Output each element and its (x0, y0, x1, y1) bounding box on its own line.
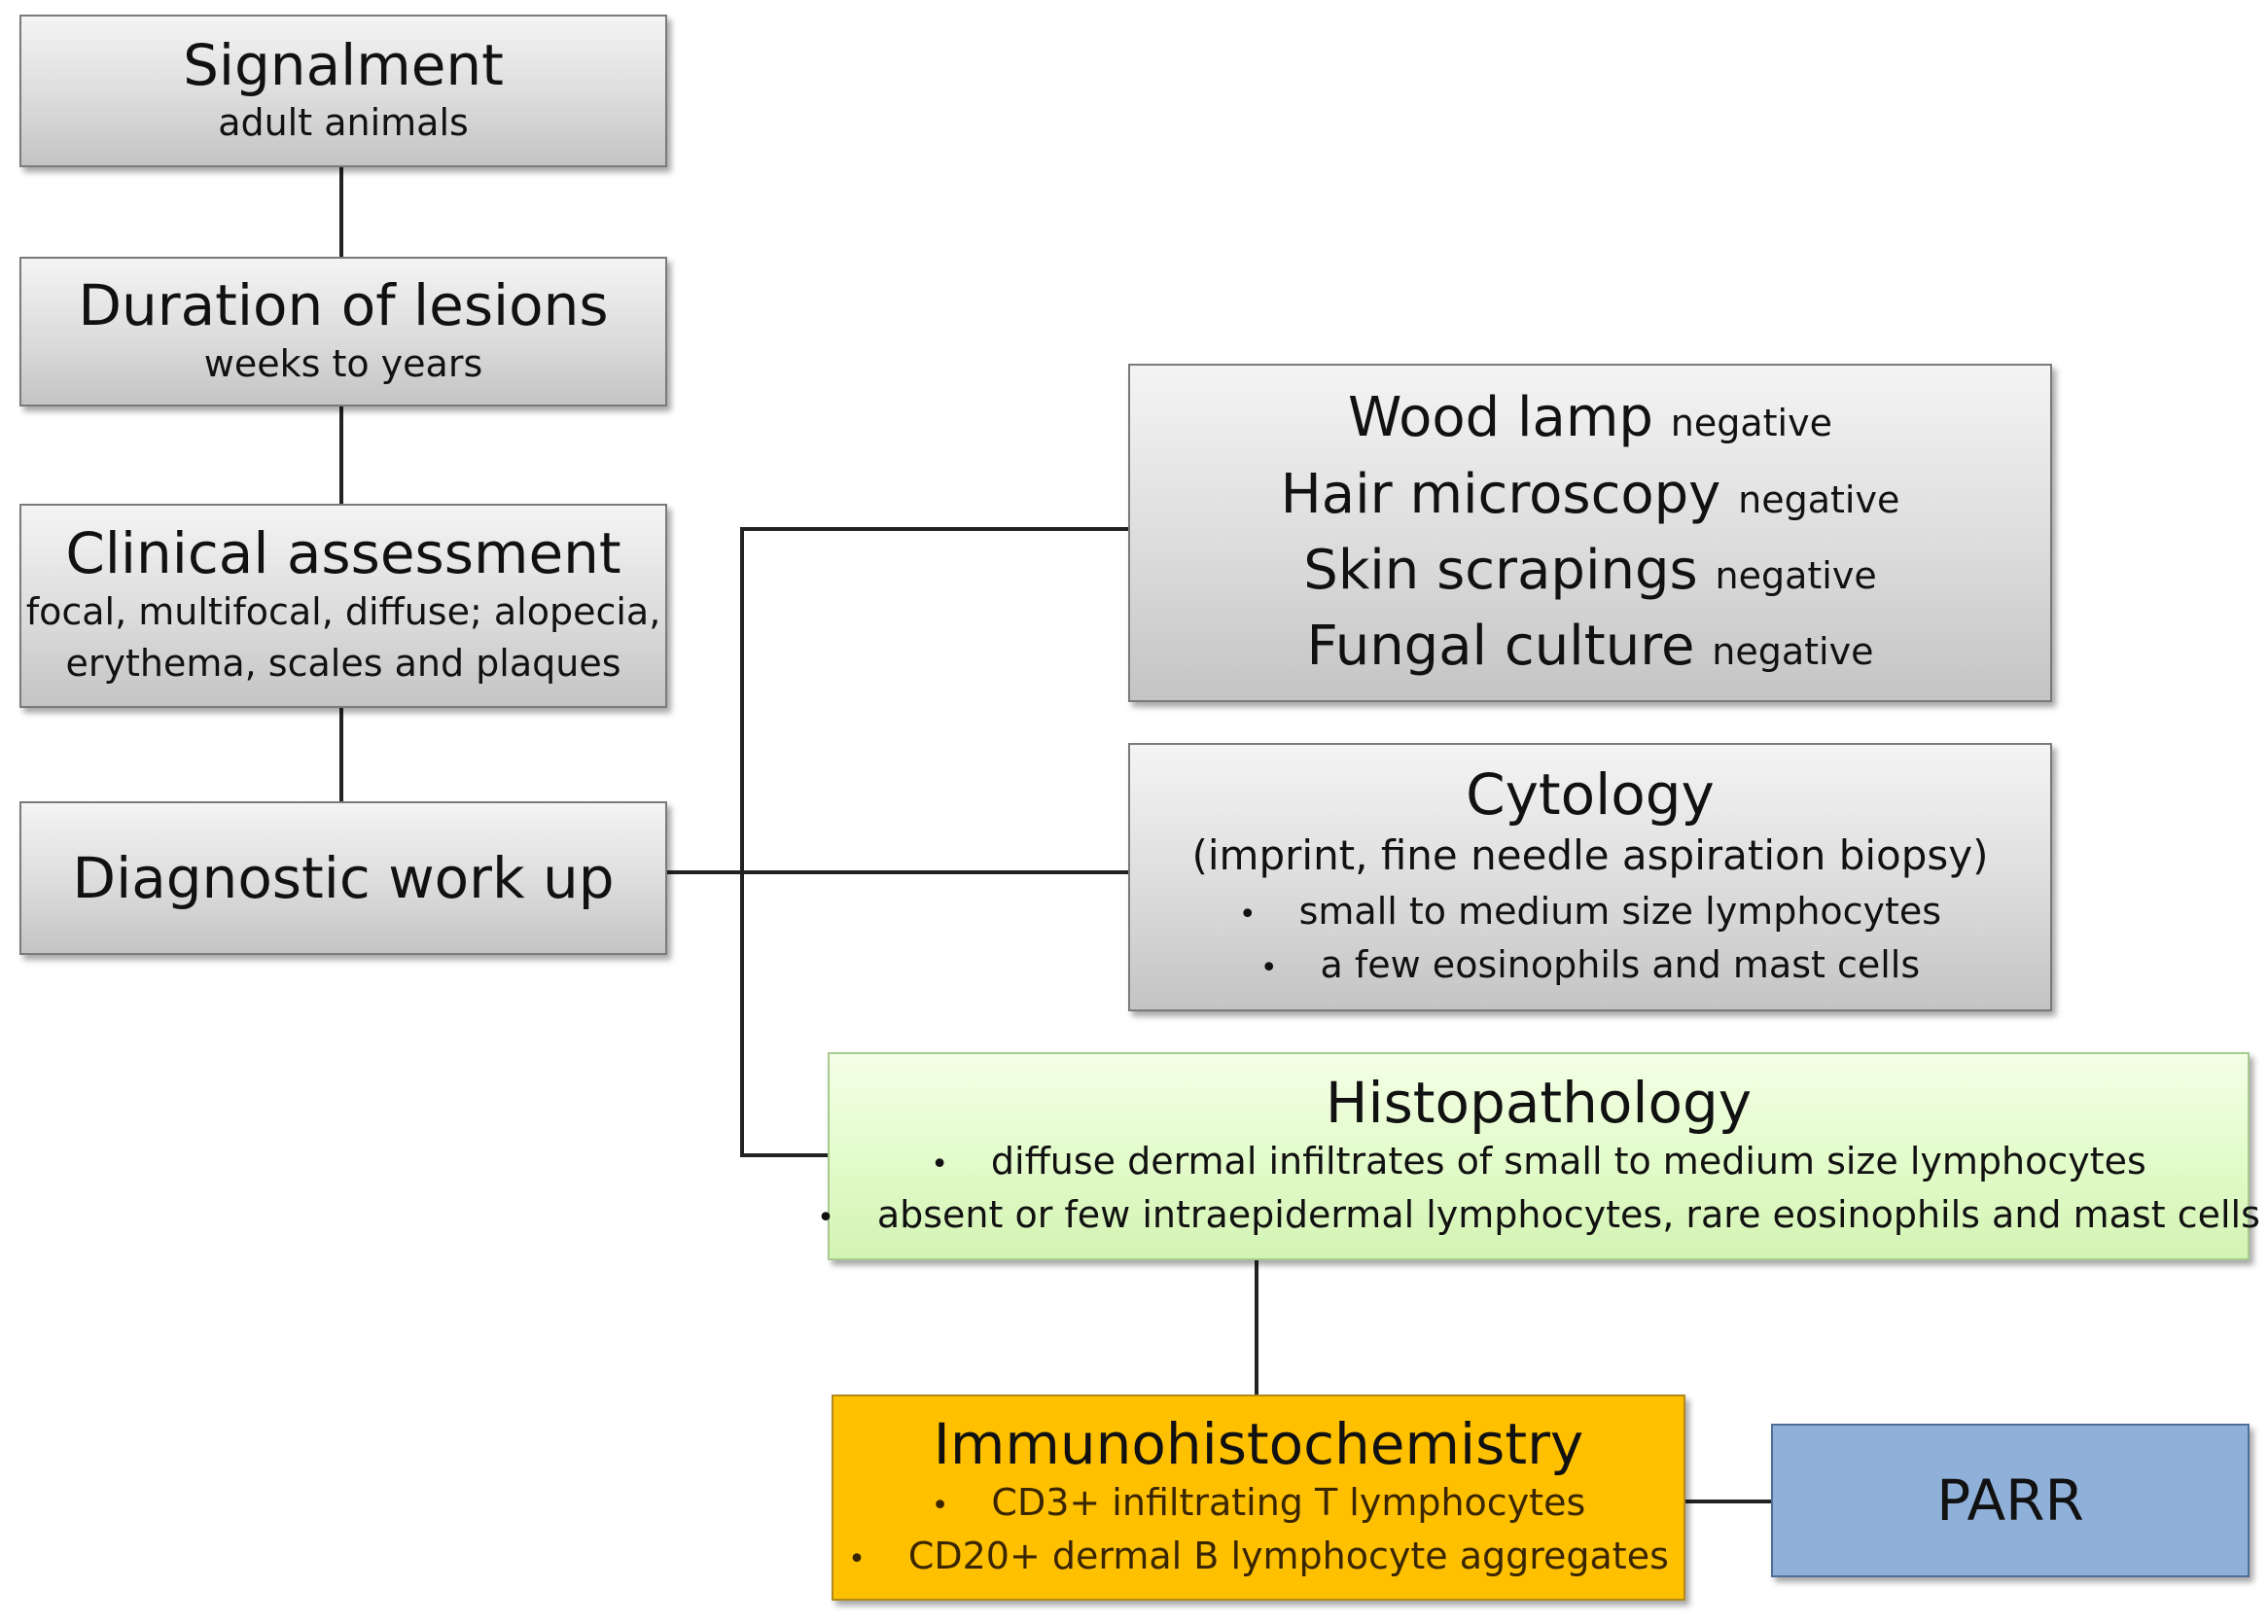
list-item: • a few eosinophils and mast cells (1239, 938, 1941, 992)
bullet-icon: • (1238, 897, 1257, 932)
bullet-icon: • (848, 1542, 866, 1577)
test-name: Fungal culture (1306, 615, 1695, 679)
parr-title: PARR (1936, 1466, 2084, 1534)
connector-diagnostic-cytology (667, 870, 1128, 874)
duration-title: Duration of lesions (78, 272, 609, 339)
connector-trunk-to-histopathology (740, 1153, 828, 1157)
bullet-text: small to medium size lymphocytes (1298, 889, 1942, 933)
signalment-box: Signalment adult animals (19, 15, 667, 167)
cytology-box: Cytology (imprint, fine needle aspiratio… (1128, 743, 2052, 1011)
tests-box: Wood lamp negative Hair microscopy negat… (1128, 364, 2052, 702)
list-item: • diffuse dermal infiltrates of small to … (817, 1135, 2260, 1188)
list-item: • small to medium size lymphocytes (1239, 885, 1941, 938)
test-name: Hair microscopy (1280, 462, 1721, 526)
immunohistochemistry-box: Immunohistochemistry • CD3+ infiltrating … (832, 1395, 1685, 1601)
bullet-text: CD3+ infiltrating T lymphocytes (991, 1481, 1586, 1525)
duration-sub: weeks to years (203, 341, 483, 385)
test-result: negative (1715, 554, 1877, 597)
bullet-icon: • (931, 1147, 948, 1183)
parr-box: PARR (1771, 1424, 2250, 1577)
diagnostic-workup-box: Diagnostic work up (19, 801, 667, 955)
test-hair-microscopy: Hair microscopy negative (1281, 457, 1900, 533)
list-item: • CD3+ infiltrating T lymphocytes (848, 1476, 1669, 1530)
diagnostic-title: Diagnostic work up (72, 844, 615, 911)
signalment-sub: adult animals (218, 101, 469, 145)
cytology-title: Cytology (1466, 761, 1715, 829)
connector-clinical-diagnostic (339, 708, 343, 801)
bullet-icon: • (1259, 950, 1278, 985)
connector-trunk-to-tests (740, 527, 1128, 531)
histopathology-bullet-list: • diffuse dermal infiltrates of small to … (817, 1135, 2260, 1242)
list-item: • absent or few intraepidermal lymphocyte… (817, 1188, 2260, 1242)
clinical-title: Clinical assessment (65, 520, 621, 587)
test-result: negative (1712, 630, 1874, 674)
histopathology-box: Histopathology • diffuse dermal infiltrat… (817, 1052, 2260, 1260)
immunohistochemistry-title: Immunohistochemistry (933, 1410, 1584, 1477)
connector-signalment-duration (339, 167, 343, 257)
bullet-icon: • (931, 1489, 949, 1524)
connector-histopathology-ihc (1255, 1260, 1258, 1395)
list-item: • CD20+ dermal B lymphocyte aggregates (848, 1530, 1669, 1583)
cytology-bullet-list: • small to medium size lymphocytes • a few… (1239, 885, 1941, 992)
bullet-text: diffuse dermal infiltrates of small to m… (990, 1140, 2146, 1183)
clinical-assessment-box: Clinical assessment focal, multifocal, d… (19, 504, 667, 708)
clinical-sub-line2: erythema, scales and plaques (65, 642, 621, 686)
signalment-title: Signalment (183, 31, 504, 98)
test-name: Wood lamp (1348, 386, 1653, 450)
connector-duration-clinical (339, 406, 343, 504)
bullet-icon: • (817, 1201, 834, 1236)
test-skin-scrapings: Skin scrapings negative (1303, 533, 1876, 609)
histopathology-title: Histopathology (1325, 1069, 1753, 1136)
test-result: negative (1738, 477, 1900, 521)
cytology-subtitle: (imprint, fine needle aspiration biopsy) (1191, 830, 1989, 879)
test-wood-lamp: Wood lamp negative (1348, 380, 1832, 456)
connector-ihc-parr (1685, 1500, 1771, 1503)
bullet-text: CD20+ dermal B lymphocyte aggregates (907, 1535, 1669, 1578)
duration-box: Duration of lesions weeks to years (19, 257, 667, 406)
test-fungal-culture: Fungal culture negative (1307, 609, 1874, 685)
test-result: negative (1670, 402, 1832, 445)
clinical-sub-line1: focal, multifocal, diffuse; alopecia, (25, 590, 661, 634)
immunohistochemistry-bullet-list: • CD3+ infiltrating T lymphocytes • CD20+ … (848, 1476, 1669, 1583)
test-name: Skin scrapings (1303, 539, 1698, 602)
bullet-text: absent or few intraepidermal lymphocytes… (876, 1193, 2260, 1237)
connector-trunk-vertical (740, 527, 744, 1157)
bullet-text: a few eosinophils and mast cells (1320, 942, 1921, 986)
